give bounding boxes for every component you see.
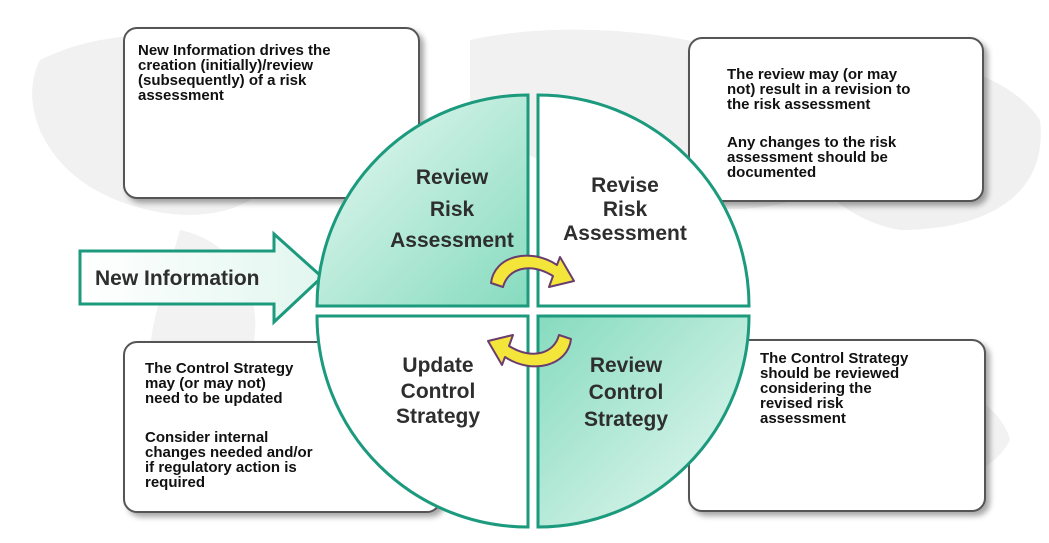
quadrant-revise-risk-assessment [536, 93, 751, 308]
label-update-control-line1: Update [402, 354, 473, 377]
label-review-control-line3: Strategy [584, 408, 668, 431]
cycle-arrow-top-icon [490, 254, 575, 288]
label-review-control-line2: Control [589, 381, 664, 404]
note-box-top-right: The review may (or may not) result in a … [688, 37, 984, 202]
quadrant-update-control-strategy [315, 314, 530, 529]
label-review-control-line1: Review [590, 354, 663, 377]
note-top-right-text-2: Any changes to the risk assessment shoul… [727, 134, 897, 181]
label-revise-risk-line1: Revise [591, 174, 659, 197]
label-review-risk-line3: Assessment [390, 229, 514, 252]
label-update-control-line3: Strategy [396, 405, 480, 428]
cycle-arrow-bottom-icon [487, 334, 572, 368]
note-bottom-left-text-2: Consider internal changes needed and/or … [145, 429, 313, 491]
new-information-arrow [78, 230, 325, 326]
note-top-right-text-1: The review may (or may not) result in a … [727, 66, 911, 113]
note-bottom-left-text-1: The Control Strategy may (or may not) ne… [145, 360, 294, 407]
label-update-control-line2: Control [401, 380, 476, 403]
note-box-bottom-left: The Control Strategy may (or may not) ne… [123, 341, 441, 513]
quadrant-review-risk-assessment [315, 93, 530, 308]
label-review-risk-line2: Risk [430, 198, 475, 221]
label-revise-risk-line3: Assessment [563, 222, 687, 245]
label-revise-risk-line2: Risk [603, 198, 648, 221]
label-review-risk-line1: Review [416, 166, 489, 189]
note-bottom-right-text: The Control Strategy should be reviewed … [760, 350, 909, 427]
note-top-left-text: New Information drives the creation (ini… [138, 42, 331, 104]
quadrant-review-control-strategy [536, 314, 751, 529]
new-information-label: New Information [95, 267, 260, 290]
